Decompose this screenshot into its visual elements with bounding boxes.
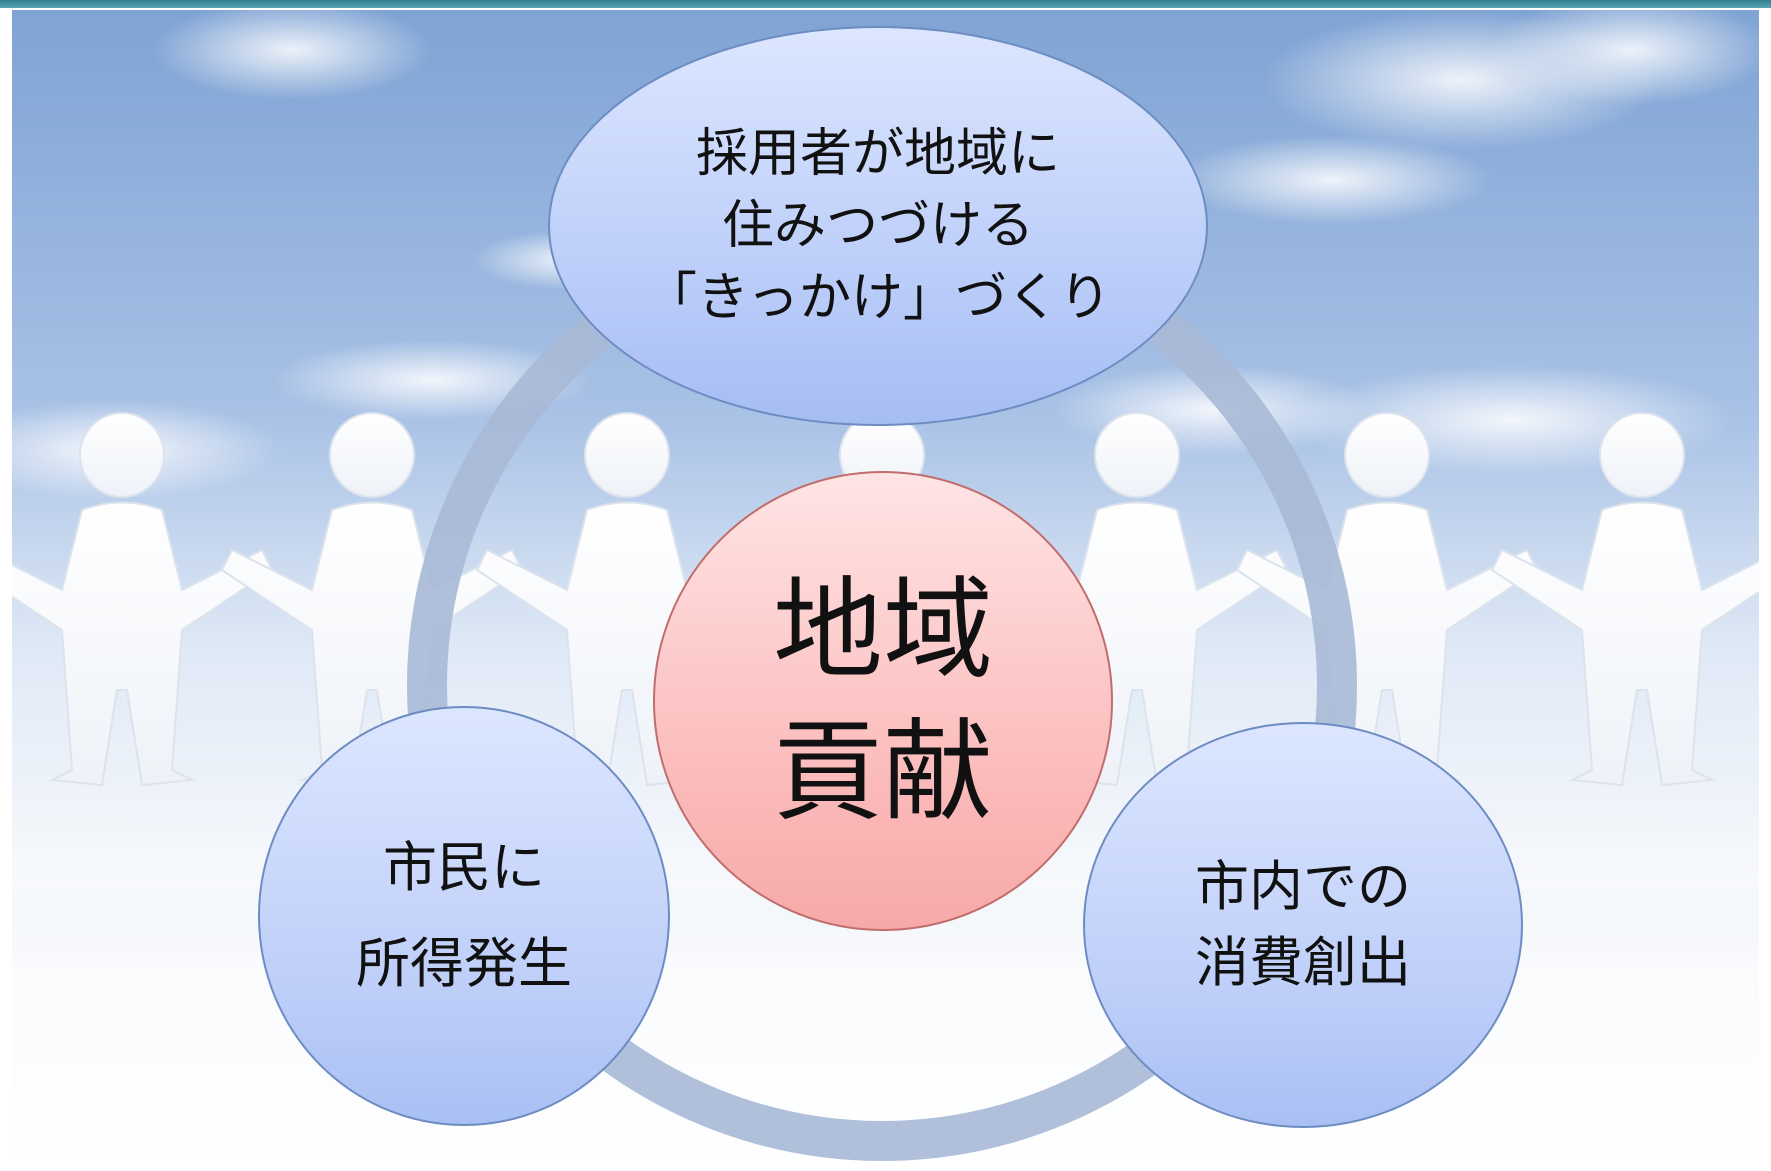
- node-recruit-settle-label: 採用者が地域に 住みつづける 「きっかけ」づくり: [645, 124, 1111, 328]
- header-bar: [0, 0, 1771, 8]
- node-local-consumption: 市内での 消費創出: [1083, 722, 1523, 1128]
- node-recruit-settle: 採用者が地域に 住みつづける 「きっかけ」づくり: [548, 26, 1208, 426]
- node-citizen-income-label: 市民に 所得発生: [356, 836, 572, 995]
- node-regional-contribution: 地域 貢献: [653, 471, 1113, 931]
- node-local-consumption-label: 市内での 消費創出: [1195, 855, 1411, 994]
- paper-people: [12, 412, 1759, 787]
- node-regional-contribution-label: 地域 貢献: [773, 566, 993, 836]
- node-citizen-income: 市民に 所得発生: [258, 706, 670, 1126]
